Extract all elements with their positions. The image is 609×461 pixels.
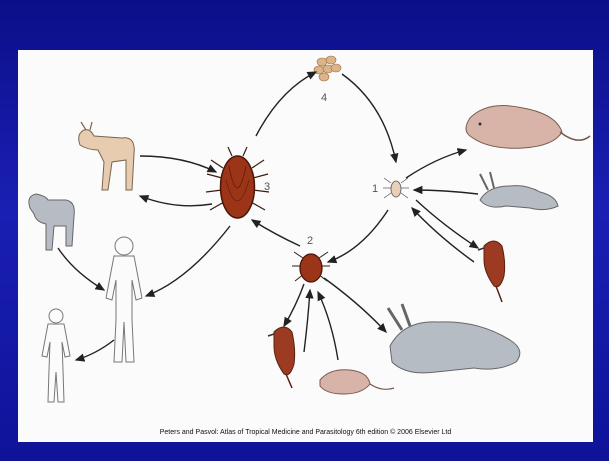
life-cycle-diagram: 4 3 1 bbox=[18, 50, 593, 442]
stage-label-1: 1 bbox=[372, 183, 378, 195]
figure-caption: Peters and Pasvol: Atlas of Tropical Med… bbox=[18, 429, 593, 436]
bird-host bbox=[478, 241, 505, 302]
bird-host-lower bbox=[268, 327, 295, 388]
child-host bbox=[42, 309, 70, 402]
stage-label-2: 2 bbox=[307, 235, 313, 247]
adult-tick bbox=[206, 147, 269, 218]
stage-label-4: 4 bbox=[321, 92, 327, 104]
tick-eggs bbox=[314, 56, 341, 81]
cycle-arrows bbox=[58, 72, 478, 360]
rat-host bbox=[466, 106, 590, 149]
stage-label-3: 3 bbox=[264, 181, 270, 193]
lamb-host bbox=[29, 194, 74, 250]
calf-host bbox=[79, 122, 135, 190]
human-host bbox=[106, 237, 142, 362]
rabbit-host-small bbox=[480, 172, 558, 210]
tick-nymph bbox=[292, 252, 330, 282]
rabbit-host-large bbox=[388, 304, 520, 373]
tick-larva bbox=[383, 178, 409, 198]
mouse-host bbox=[320, 370, 394, 394]
tick-life-cycle-figure: 4 3 1 bbox=[18, 50, 593, 442]
